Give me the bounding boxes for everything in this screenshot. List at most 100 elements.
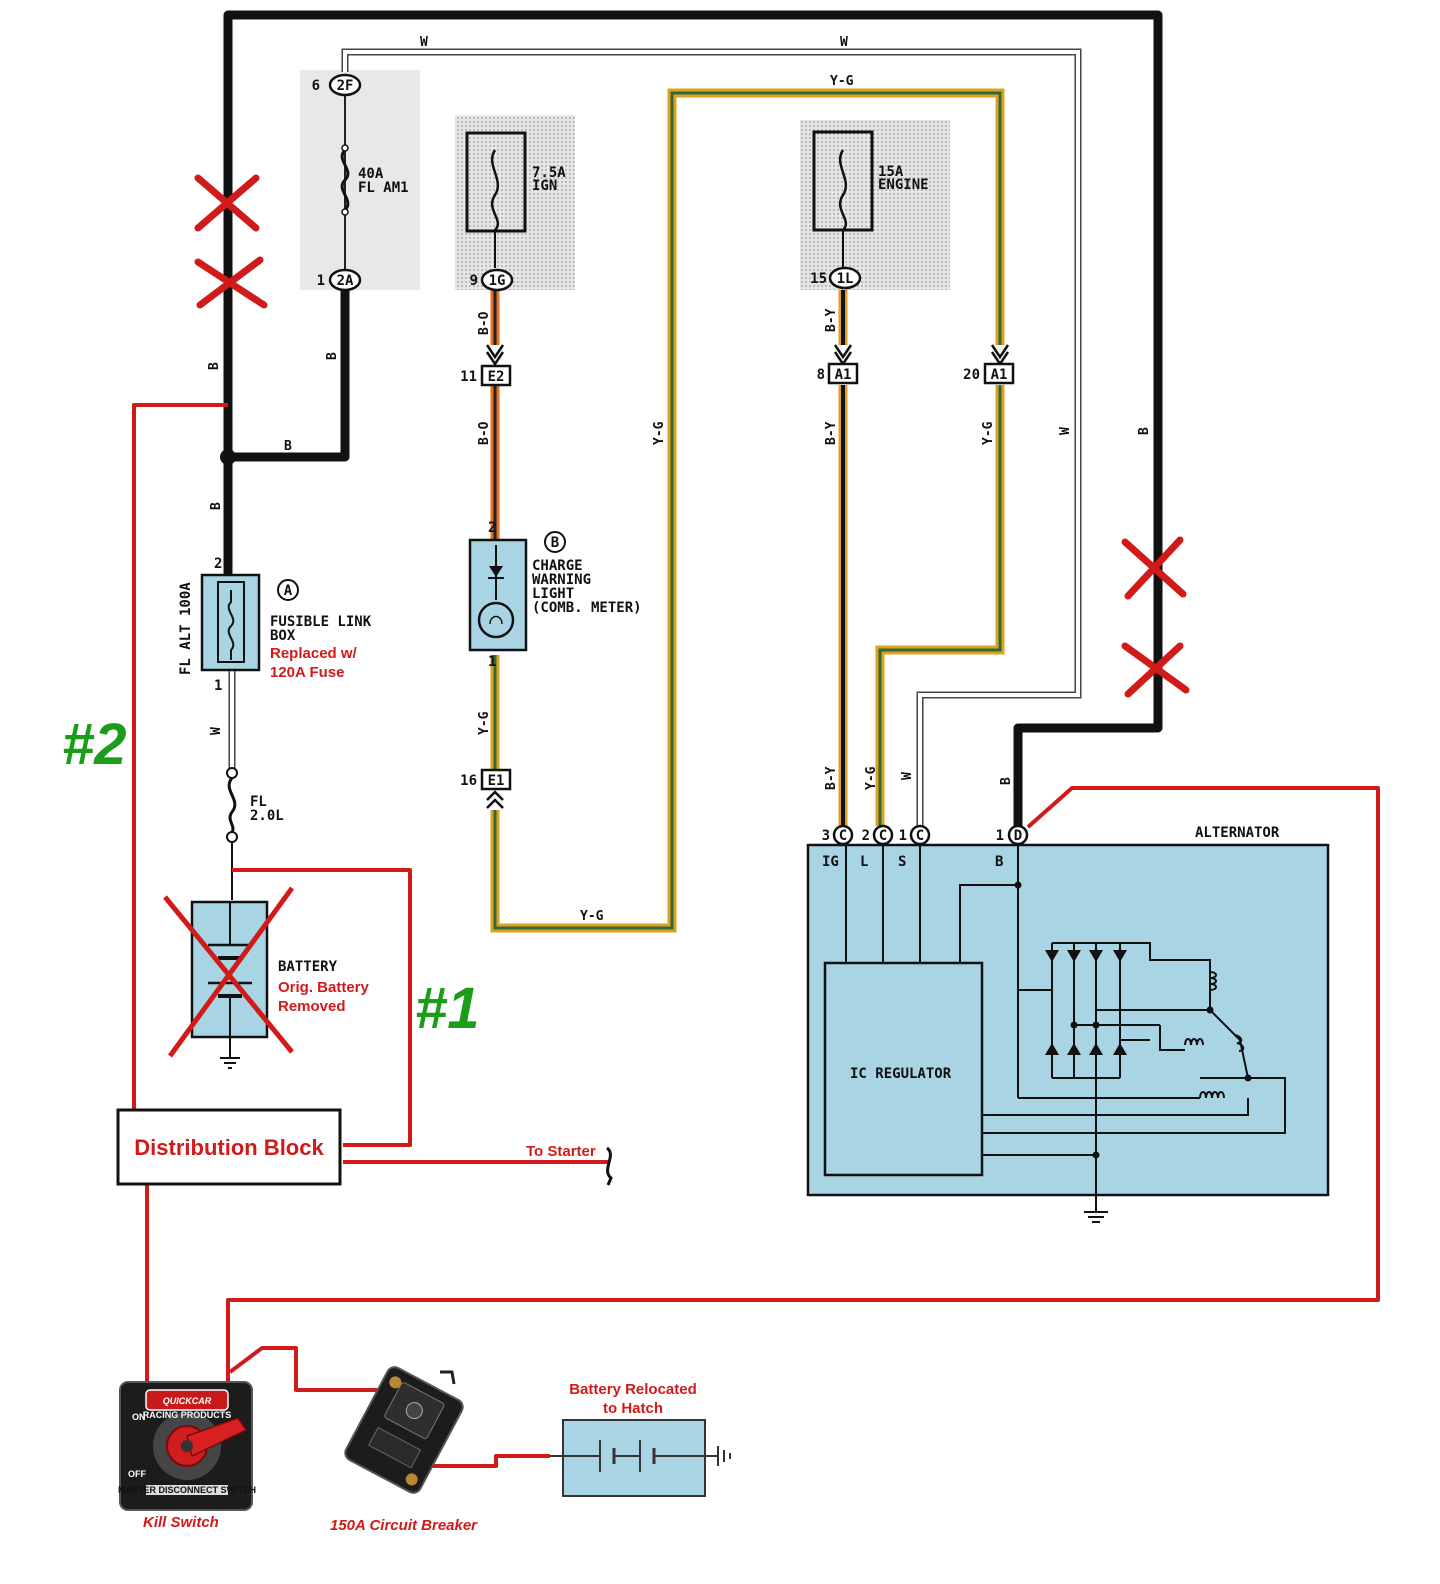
wire-label-yg: Y-G	[981, 421, 996, 445]
fl-small-rating: 2.0L	[250, 808, 284, 824]
charge-light-label: CHARGE	[532, 558, 583, 574]
fuse-engine: 15A ENGINE 1L 15	[810, 130, 929, 290]
fusible-link-box: 2 1 FL ALT 100A A FUSIBLE LINK BOX Repla…	[178, 556, 372, 694]
battery-note: Orig. Battery	[278, 979, 370, 996]
wire-label-bo: B-O	[477, 421, 492, 445]
alt-pin-3c: C	[839, 828, 847, 844]
connector-a1-right-id: A1	[991, 367, 1008, 383]
connector-e2-num: 11	[460, 369, 477, 385]
fuse-panel-engine	[800, 120, 950, 290]
pin-1l	[828, 266, 862, 290]
charge-light-label: (COMB. METER)	[532, 600, 642, 616]
pin-2f	[328, 73, 362, 97]
fuse-40a-symbol	[340, 148, 350, 212]
red-wire-breaker-to-battery	[432, 1454, 550, 1468]
fusible-link-pin-top: 2	[214, 556, 222, 572]
battery-note-removed: Removed	[278, 998, 346, 1015]
wire-label-yg: Y-G	[652, 421, 667, 445]
connector-e2: E2 11	[460, 344, 512, 387]
red-wire-path-2	[132, 403, 228, 1110]
alternator: ALTERNATOR C 3 C 2 C 1 D 1 IG L S B	[806, 824, 1330, 1223]
circuit-breaker-label: 150A Circuit Breaker	[330, 1517, 478, 1534]
fuse-ign-name: IGN	[532, 178, 557, 194]
battery-removed-cross	[163, 886, 295, 1058]
pin-1g-num: 9	[470, 273, 478, 289]
charge-light-label: WARNING	[532, 572, 591, 588]
alt-terminal-ig: IG	[822, 854, 839, 870]
alternator-title: ALTERNATOR	[1195, 825, 1280, 841]
wire-label-by: B-Y	[824, 421, 839, 445]
kill-switch-off: OFF	[128, 1469, 146, 1479]
fusible-link-label: FUSIBLE LINK	[270, 614, 372, 630]
fusible-link-rating: FL ALT 100A	[178, 582, 194, 675]
pin-1l-num: 15	[810, 271, 827, 287]
charge-light-marker: B	[551, 535, 559, 551]
distribution-block-label: Distribution Block	[134, 1135, 324, 1160]
connector-a1-left: A1 8	[817, 344, 859, 385]
kill-switch-brand: QUICKCAR	[163, 1396, 212, 1406]
wire-label-yg: Y-G	[830, 74, 854, 89]
connector-e1-num: 16	[460, 773, 477, 789]
removed-wire-marks	[194, 174, 1190, 698]
battery-label: BATTERY	[278, 959, 338, 975]
wire-label-b: B	[999, 777, 1014, 785]
alt-pin-1d: D	[1014, 828, 1022, 844]
fuse-40a-name: FL AM1	[358, 180, 409, 196]
circuit-breaker	[344, 1366, 464, 1494]
alt-pin-2c: C	[879, 828, 887, 844]
alt-terminal-b: B	[995, 854, 1003, 870]
path-2-label: #2	[62, 712, 127, 777]
alt-pin-1c-num: 1	[899, 828, 907, 844]
fl-small-fuse: FL 2.0L	[226, 767, 284, 900]
pin-2a-label: 2A	[337, 273, 354, 289]
wire-label-b: B	[284, 439, 292, 454]
pin-1g	[480, 268, 514, 292]
connector-a1-left-id: A1	[835, 367, 852, 383]
white-w-wire	[228, 48, 1082, 826]
charge-light-pin-bot: 1	[488, 654, 496, 670]
wire-label-w: W	[420, 35, 428, 50]
fuse-ign: 7.5A IGN 1G 9	[465, 131, 566, 292]
wire-label-b: B	[207, 362, 222, 370]
red-wire-alternator-b	[226, 786, 1380, 1382]
kill-switch-on: ON	[132, 1412, 146, 1422]
connector-e2-id: E2	[488, 369, 505, 385]
fusible-link-note: Replaced w/	[270, 645, 358, 662]
fuse-40a: 2F 6 40A FL AM1 2A 1	[312, 73, 409, 292]
pin-1g-label: 1G	[489, 273, 506, 289]
red-wire-path-1	[232, 868, 412, 1147]
charge-light-label: LIGHT	[532, 586, 574, 602]
fusible-link-pin-bot: 1	[214, 678, 222, 694]
wire-label-yg: Y-G	[477, 711, 492, 735]
fusible-link-label-box: BOX	[270, 628, 296, 644]
kill-switch-label: Kill Switch	[143, 1514, 219, 1531]
fuse-ign-amps: 7.5A	[532, 165, 566, 181]
alt-pin-3c-num: 3	[822, 828, 830, 844]
pin-2a	[328, 268, 362, 292]
red-new-wiring	[132, 403, 1380, 1468]
fuse-40a-amps: 40A	[358, 166, 384, 182]
distribution-block: Distribution Block	[116, 1108, 342, 1186]
fusible-link-marker: A	[284, 583, 293, 599]
red-wire-kill-to-breaker	[228, 1346, 385, 1392]
alt-pin-2c-num: 2	[862, 828, 870, 844]
wire-label-w: W	[209, 727, 224, 735]
wire-label-w: W	[840, 35, 848, 50]
fuse-panel-40a	[300, 70, 420, 290]
pin-2a-num: 1	[317, 273, 325, 289]
path-1-label: #1	[415, 976, 480, 1041]
wire-label-w: W	[1058, 427, 1073, 435]
starter-break-symbol	[605, 1146, 613, 1186]
alt-pin-1d-num: 1	[996, 828, 1004, 844]
connector-e1: E1 16	[460, 768, 512, 809]
pin-1l-label: 1L	[837, 271, 854, 287]
connector-a1-right-num: 20	[963, 367, 980, 383]
wire-label-b: B	[325, 352, 340, 360]
kill-switch: QUICKCAR RACING PRODUCTS ON OFF MASTER D…	[118, 1381, 256, 1511]
black-b-wires	[223, 10, 1163, 826]
connector-a1-left-num: 8	[817, 367, 825, 383]
relocated-battery-label-hatch: to Hatch	[603, 1400, 663, 1417]
wire-label-bo: B-O	[477, 311, 492, 335]
ic-regulator-label: IC REGULATOR	[850, 1066, 952, 1082]
